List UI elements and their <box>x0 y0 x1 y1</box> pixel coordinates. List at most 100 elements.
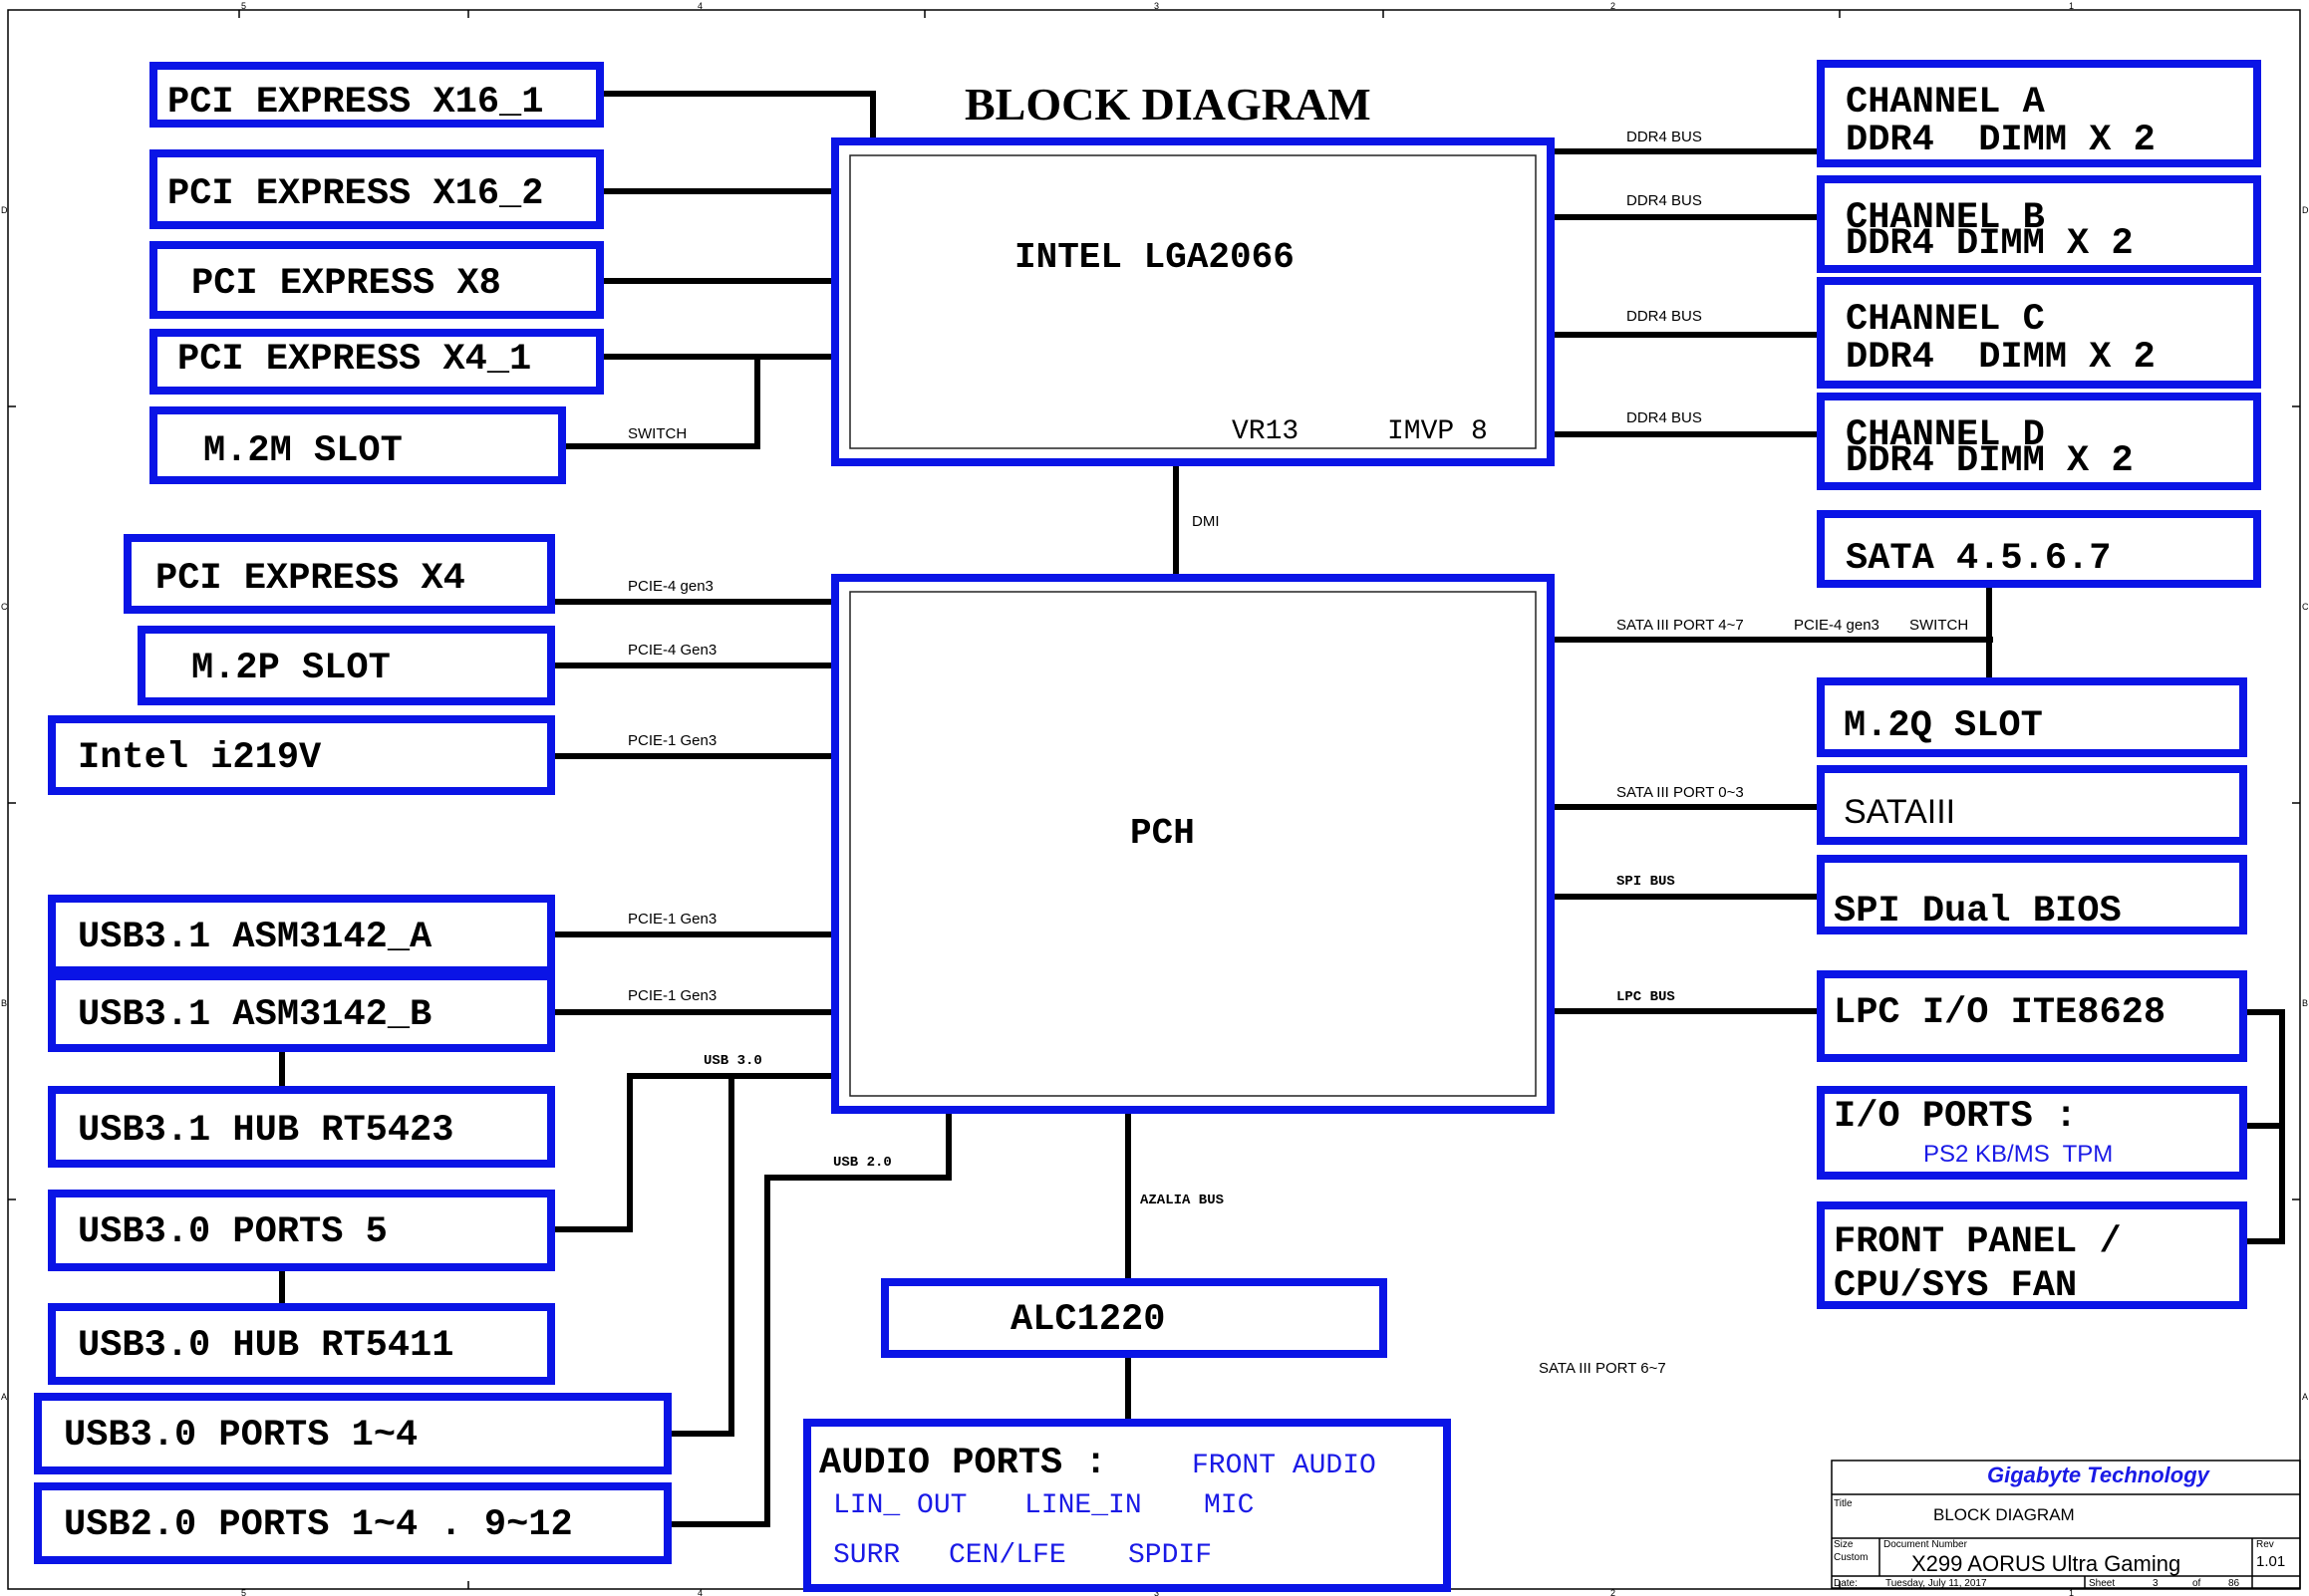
audio-port-line-in: LINE_IN <box>1024 1490 1142 1521</box>
sheet-of-label: of <box>2192 1578 2201 1589</box>
spi-dual-bios-label: SPI Dual BIOS <box>1834 891 2122 932</box>
channel-d-line1: CHANNEL D <box>1846 414 2045 456</box>
spi-bus-label: SPI BUS <box>1616 874 1675 890</box>
audio-port-mic: MIC <box>1204 1490 1254 1521</box>
usb20-ports-label: USB2.0 PORTS 1~4 . 9~12 <box>64 1504 573 1546</box>
docnum-field-value: X299 AORUS Ultra Gaming <box>1911 1551 2180 1576</box>
ddr4-bus-label: DDR4 BUS <box>1626 409 1702 426</box>
pcie4-gen3-bus-label: PCIE-4 gen3 <box>1794 617 1879 634</box>
size-field-value: Custom <box>1834 1552 1868 1563</box>
sheet-number: 3 <box>2153 1578 2159 1589</box>
connection-wires <box>279 91 2285 1527</box>
alc1220-label: ALC1220 <box>1010 1299 1165 1341</box>
sata-port03-bus-label: SATA III PORT 0~3 <box>1616 784 1744 801</box>
m2q-slot-label: M.2Q SLOT <box>1844 705 2043 747</box>
audio-port-spdif: SPDIF <box>1128 1540 1212 1571</box>
right-pch-group: SATA 4.5.6.7 SATA III PORT 4~7 PCIE-4 ge… <box>1539 510 2261 1377</box>
pcie-x4-bus-label: PCIE-4 gen3 <box>628 578 714 595</box>
usb30-hub-label: USB3.0 HUB RT5411 <box>78 1325 453 1367</box>
sheet-field-label: Sheet <box>2089 1578 2115 1589</box>
channel-c-line1: CHANNEL C <box>1846 299 2045 341</box>
frame-col-mark: 2 <box>1610 1 1615 11</box>
sata-port67-bus-label: SATA III PORT 6~7 <box>1539 1360 1666 1377</box>
frame-col-mark: 4 <box>698 1 703 11</box>
io-ports-sub-label: PS2 KB/MS TPM <box>1923 1141 2113 1168</box>
frame-col-mark: 5 <box>241 1 246 11</box>
sheet-total: 86 <box>2228 1578 2240 1589</box>
m2p-slot-label: M.2P SLOT <box>191 648 391 689</box>
lpc-io-label: LPC I/O ITE8628 <box>1834 992 2165 1034</box>
ddr4-bus-label: DDR4 BUS <box>1626 192 1702 209</box>
rev-field-label: Rev <box>2256 1539 2274 1550</box>
audio-port-line-out: LIN_ OUT <box>833 1490 967 1521</box>
lpc-bus-label: LPC BUS <box>1616 989 1675 1005</box>
frame-col-mark: 1 <box>2069 1588 2074 1596</box>
title-field-label: Title <box>1834 1498 1853 1509</box>
pch-name: PCH <box>1130 813 1195 854</box>
front-audio-label: FRONT AUDIO <box>1192 1451 1376 1481</box>
pcie-x8-label: PCI EXPRESS X8 <box>191 263 501 305</box>
front-panel-line2: CPU/SYS FAN <box>1834 1265 2077 1307</box>
intel-i219v-label: Intel i219V <box>78 737 322 779</box>
docnum-field-label: Document Number <box>1883 1539 1968 1550</box>
frame-row-mark: C <box>2302 602 2309 612</box>
frame-row-mark: B <box>2302 998 2308 1008</box>
channel-a-line2: DDR4 DIMM X 2 <box>1846 120 2156 161</box>
left-pcie-group: PCI EXPRESS X16_1 PCI EXPRESS X16_2 PCI … <box>149 62 604 484</box>
usb31-asm3142b-label: USB3.1 ASM3142_B <box>78 994 432 1036</box>
audio-group: AZALIA BUS ALC1220 AUDIO PORTS : FRONT A… <box>803 1193 1451 1592</box>
frame-row-mark: C <box>1 602 8 612</box>
sata3-label: SATAIII <box>1844 793 1955 831</box>
frame-col-mark: 3 <box>1154 1 1159 11</box>
switch-right-label: SWITCH <box>1909 617 1968 634</box>
ddr4-bus-label: DDR4 BUS <box>1626 129 1702 145</box>
usb30-ports14-label: USB3.0 PORTS 1~4 <box>64 1415 418 1457</box>
channel-b-line2: DDR4 DIMM X 2 <box>1846 223 2134 265</box>
pch-block: PCH <box>831 574 1555 1114</box>
io-ports-label: I/O PORTS : <box>1834 1096 2077 1138</box>
usb30-ports5-label: USB3.0 PORTS 5 <box>78 1211 388 1253</box>
usb31-asm3142a-label: USB3.1 ASM3142_A <box>78 917 433 958</box>
sata4567-label: SATA 4.5.6.7 <box>1846 538 2111 580</box>
left-usb-group: USB3.1 ASM3142_A PCIE-1 Gen3 USB3.1 ASM3… <box>34 895 717 1564</box>
frame-row-mark: A <box>1 1392 7 1402</box>
channel-d-line2: DDR4 DIMM X 2 <box>1846 440 2134 482</box>
frame-row-mark: B <box>1 998 7 1008</box>
frame-col-mark: 2 <box>1610 1588 1615 1596</box>
cpu-vr-label: VR13 <box>1232 416 1299 447</box>
channel-b-line1: CHANNEL B <box>1846 197 2045 239</box>
rev-field-value: 1.01 <box>2256 1553 2285 1570</box>
audio-port-surr: SURR <box>833 1540 900 1571</box>
m2m-slot-label: M.2M SLOT <box>203 430 403 472</box>
dmi-label: DMI <box>1192 513 1220 530</box>
asm3142a-bus-label: PCIE-1 Gen3 <box>628 911 717 928</box>
cpu-block: INTEL LGA2066 VR13 IMVP 8 <box>831 137 1555 466</box>
pcie-x4-1-label: PCI EXPRESS X4_1 <box>177 339 531 381</box>
i219v-bus-label: PCIE-1 Gen3 <box>628 732 717 749</box>
date-field-value: Tuesday, July 11, 2017 <box>1885 1578 1987 1589</box>
azalia-bus-label: AZALIA BUS <box>1140 1193 1224 1208</box>
usb30-bus-label: USB 3.0 <box>704 1053 762 1069</box>
m2p-bus-label: PCIE-4 Gen3 <box>628 642 717 659</box>
frame-row-mark: D <box>1 205 8 215</box>
channel-a-line1: CHANNEL A <box>1846 82 2046 124</box>
switch-bus-label: SWITCH <box>628 425 687 442</box>
audio-ports-title: AUDIO PORTS : <box>819 1443 1107 1484</box>
title-block: Gigabyte Technology Title BLOCK DIAGRAM … <box>1831 1460 2301 1589</box>
front-panel-line1: FRONT PANEL / <box>1834 1221 2122 1263</box>
frame-row-mark: D <box>2302 205 2309 215</box>
left-pch-pcie-group: PCI EXPRESS X4 PCIE-4 gen3 M.2P SLOT PCI… <box>48 534 717 795</box>
frame-row-mark: A <box>2302 1392 2308 1402</box>
usb20-bus-label: USB 2.0 <box>833 1155 892 1171</box>
ddr4-bus-label: DDR4 BUS <box>1626 308 1702 325</box>
memory-group: CHANNEL A DDR4 DIMM X 2 DDR4 BUS CHANNEL… <box>1626 60 2261 490</box>
frame-col-mark: 1 <box>2069 1 2074 11</box>
usb31-hub-label: USB3.1 HUB RT5423 <box>78 1110 453 1152</box>
title-field-value: BLOCK DIAGRAM <box>1933 1505 2075 1524</box>
pcie-x16-1-label: PCI EXPRESS X16_1 <box>167 82 543 124</box>
date-field-label: Date: <box>1834 1578 1858 1589</box>
pcie-x16-2-label: PCI EXPRESS X16_2 <box>167 173 543 215</box>
diagram-title: BLOCK DIAGRAM <box>965 79 1371 130</box>
sata-port47-bus-label: SATA III PORT 4~7 <box>1616 617 1744 634</box>
